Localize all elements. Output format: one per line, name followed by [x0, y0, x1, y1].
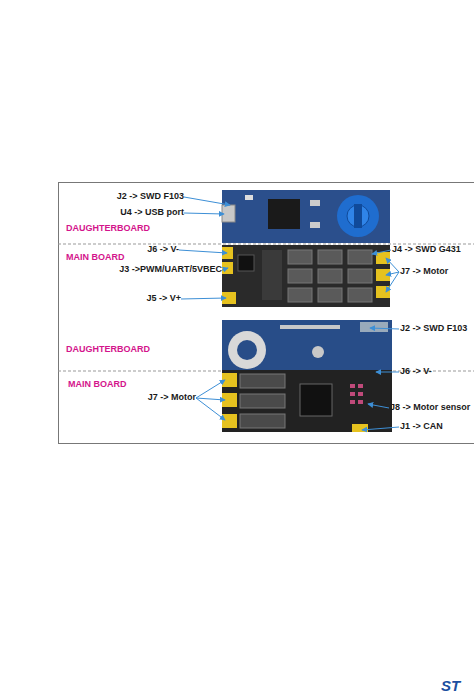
callout-label: J1 -> CAN — [400, 421, 443, 432]
daughterboard-top — [222, 190, 390, 243]
callout-label: U4 -> USB port — [120, 207, 184, 218]
figure-frame — [59, 183, 474, 444]
section-label: DAUGHTERBOARD — [66, 223, 150, 234]
leader-lines — [179, 197, 399, 430]
callout-label: J7 -> Motor — [148, 392, 196, 403]
logo-text: ST — [441, 678, 460, 694]
callout-label: J2 -> SWD F103 — [117, 191, 184, 202]
callout-label: J5 -> V+ — [146, 293, 181, 304]
callout-label: J8 -> Motor sensor — [390, 402, 470, 413]
section-label: MAIN BOARD — [66, 252, 125, 263]
mainboard-bottom — [222, 370, 392, 432]
mainboard-top — [222, 245, 390, 307]
callout-label: J2 -> SWD F103 — [400, 323, 467, 334]
section-label: DAUGHTERBOARD — [66, 344, 150, 355]
callout-label: J7 -> Motor — [400, 266, 448, 277]
callout-label: J6 -> V- — [400, 366, 432, 377]
daughterboard-bottom — [222, 320, 392, 370]
callout-label: J6 -> V- — [147, 244, 179, 255]
callout-label: J3 ->PWM/UART/5VBEC — [119, 264, 222, 275]
callout-label: J4 -> SWD G431 — [392, 244, 461, 255]
section-label: MAIN BOARD — [68, 379, 127, 390]
